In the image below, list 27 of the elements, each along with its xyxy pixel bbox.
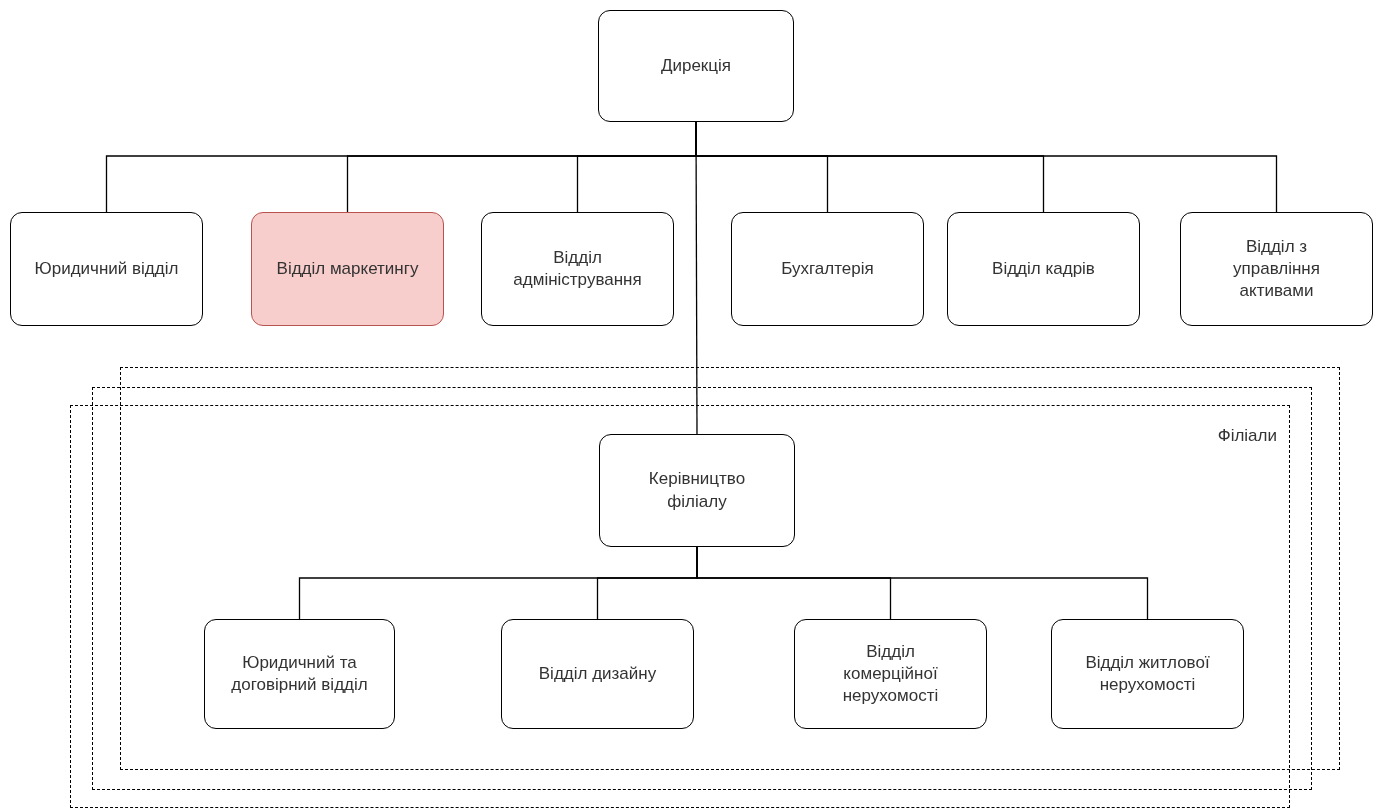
department-box [1051, 619, 1244, 729]
box-label: Відділ дизайну [538, 662, 657, 685]
box-label: Керівництво філіалу [647, 468, 747, 513]
box-label: Відділ кадрів [992, 257, 1095, 280]
department-box [947, 212, 1140, 326]
department-box [204, 619, 395, 729]
department-box [501, 619, 694, 729]
department-box [599, 434, 795, 547]
box-label: Юридичний та договірний відділ [230, 651, 369, 696]
box-label: Юридичний відділ [34, 257, 179, 280]
department-box [10, 212, 203, 326]
box-label: Дирекція [660, 54, 732, 77]
box-label: Бухгалтерія [781, 257, 874, 280]
department-box [1180, 212, 1373, 326]
department-box [598, 10, 794, 122]
department-box [794, 619, 987, 729]
connector-line [696, 546, 1149, 620]
department-box [481, 212, 674, 326]
box-label: Відділ маркетингу [276, 257, 419, 280]
group-title: Філіали [1217, 426, 1277, 446]
box-label: Відділ з управління активами [1232, 235, 1321, 303]
department-box [731, 212, 924, 326]
box-label: Відділ адміністрування [512, 246, 643, 291]
box-label: Відділ житлової нерухомості [1084, 651, 1211, 696]
box-label: Відділ комерційної нерухомості [841, 640, 940, 708]
department-box [251, 212, 444, 326]
connector-line [695, 121, 698, 435]
